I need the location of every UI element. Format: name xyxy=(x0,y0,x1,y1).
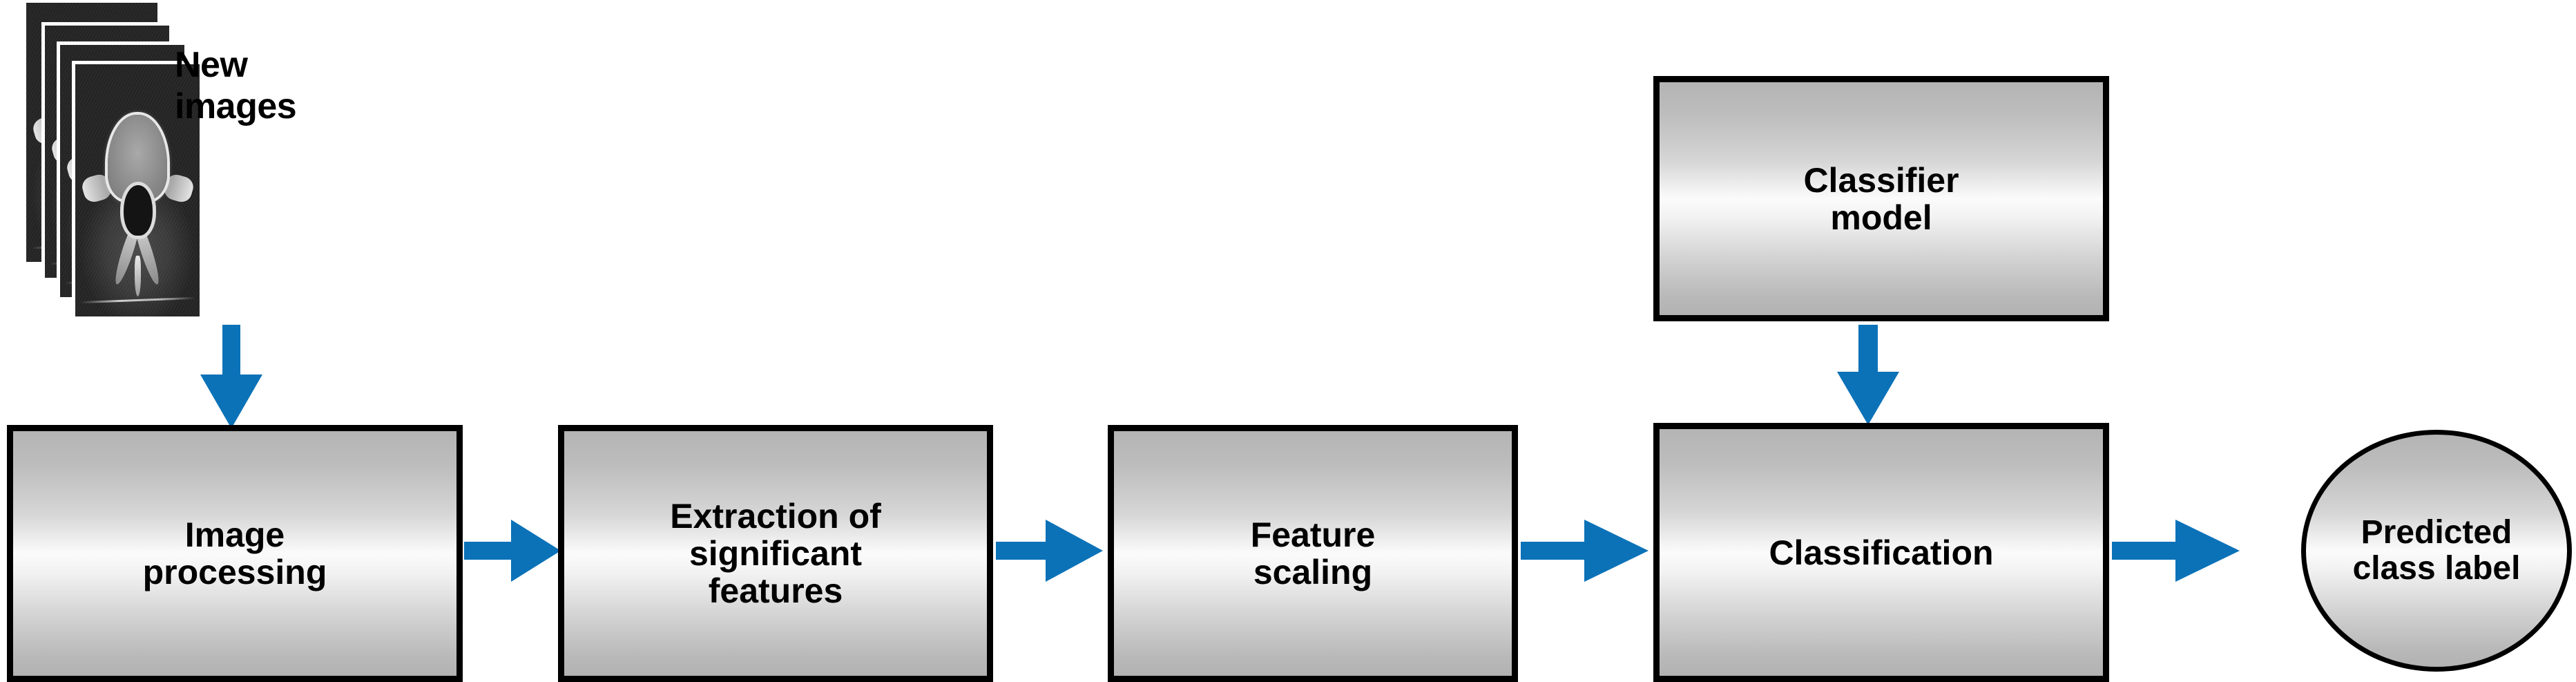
arrow-extraction-to-feature-scaling xyxy=(996,520,1103,582)
node-classification[interactable]: Classification xyxy=(1653,423,2109,682)
arrow-classifier-model-to-classification xyxy=(1837,325,1899,425)
node-extraction-of-significant-features[interactable]: Extraction of significant features xyxy=(558,425,993,682)
arrow-new-images-to-image-processing xyxy=(200,325,262,428)
node-predicted-class-label[interactable]: Predicted class label xyxy=(2301,430,2572,672)
arrow-classification-to-predicted-class xyxy=(2112,520,2240,582)
ct-image-slice xyxy=(72,61,203,320)
node-classifier-model[interactable]: Classifier model xyxy=(1653,76,2109,321)
arrow-image-processing-to-extraction xyxy=(464,520,561,582)
arrow-feature-scaling-to-classification xyxy=(1521,520,1649,582)
node-feature-scaling[interactable]: Feature scaling xyxy=(1108,425,1518,682)
new-images-label: New images xyxy=(175,45,297,127)
node-image-processing[interactable]: Image processing xyxy=(7,425,463,682)
new-images-stack xyxy=(26,3,203,321)
